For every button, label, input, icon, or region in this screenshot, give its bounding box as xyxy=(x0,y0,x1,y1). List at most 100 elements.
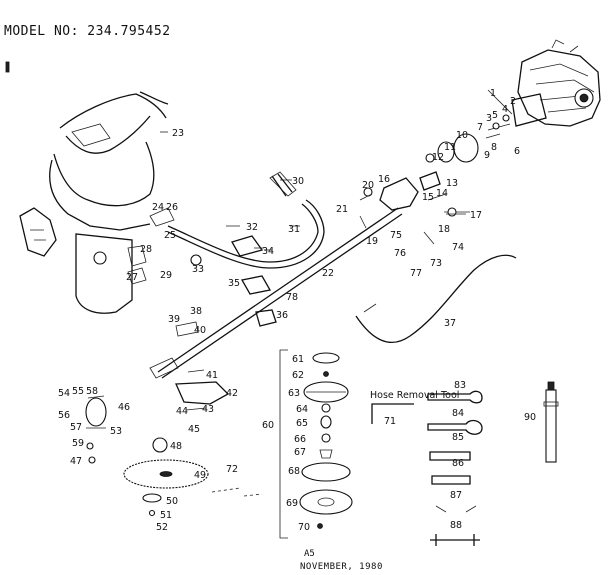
callout-33: 33 xyxy=(192,264,204,275)
callout-19: 19 xyxy=(366,236,378,247)
callout-32: 32 xyxy=(246,222,258,233)
callout-67: 67 xyxy=(294,447,306,458)
callout-10: 10 xyxy=(456,130,468,141)
trimmer-head-stack xyxy=(279,349,353,539)
callout-69: 69 xyxy=(286,498,298,509)
callout-37: 37 xyxy=(444,318,456,329)
page-number: A5 xyxy=(304,549,315,559)
callout-9: 9 xyxy=(484,150,490,161)
callout-86: 86 xyxy=(452,458,464,469)
callout-52: 52 xyxy=(156,522,168,533)
handle-bracket xyxy=(190,225,277,327)
callout-40: 40 xyxy=(194,325,206,336)
callout-90: 90 xyxy=(524,412,536,423)
callout-66: 66 xyxy=(294,434,306,445)
callout-35: 35 xyxy=(228,278,240,289)
callout-2: 2 xyxy=(510,96,516,107)
callout-42: 42 xyxy=(226,388,238,399)
callout-77: 77 xyxy=(410,268,422,279)
callout-75: 75 xyxy=(390,230,402,241)
callout-23: 23 xyxy=(172,128,184,139)
callout-1: 1 xyxy=(490,88,496,99)
callout-16: 16 xyxy=(378,174,390,185)
callout-71: 71 xyxy=(384,416,396,427)
handlebar xyxy=(167,171,325,269)
callout-60: 60 xyxy=(262,420,274,431)
callout-21: 21 xyxy=(336,204,348,215)
callout-59: 59 xyxy=(72,438,84,449)
callout-70: 70 xyxy=(298,522,310,533)
callout-85: 85 xyxy=(452,432,464,443)
callout-65: 65 xyxy=(296,418,308,429)
callout-68: 68 xyxy=(288,466,300,477)
callout-36: 36 xyxy=(276,310,288,321)
engine-assembly xyxy=(511,39,601,127)
shoulder-harness xyxy=(19,91,169,314)
callout-30: 30 xyxy=(292,176,304,187)
callout-4: 4 xyxy=(502,104,508,115)
callout-7: 7 xyxy=(477,122,483,133)
callout-76: 76 xyxy=(394,248,406,259)
callout-84: 84 xyxy=(452,408,464,419)
callout-45: 45 xyxy=(188,424,200,435)
wrench-set xyxy=(427,390,483,546)
callout-64: 64 xyxy=(296,404,308,415)
callout-3: 3 xyxy=(486,113,492,124)
callout-20: 20 xyxy=(362,180,374,191)
shaft-hardware xyxy=(175,321,230,411)
callout-17: 17 xyxy=(470,210,482,221)
callout-51: 51 xyxy=(160,510,172,521)
harness-hardware xyxy=(127,207,175,285)
callout-43: 43 xyxy=(202,404,214,415)
callout-56: 56 xyxy=(58,410,70,421)
clutch-parts xyxy=(359,89,513,217)
callout-50: 50 xyxy=(166,496,178,507)
callout-25: 25 xyxy=(164,230,176,241)
saw-blade xyxy=(123,437,209,517)
callout-29: 29 xyxy=(160,270,172,281)
callout-62: 62 xyxy=(292,370,304,381)
callout-11: 11 xyxy=(444,142,456,153)
callout-61: 61 xyxy=(292,354,304,365)
callout-48: 48 xyxy=(170,441,182,452)
drive-shaft-tube xyxy=(149,207,403,379)
callout-26: 26 xyxy=(166,202,178,213)
callout-24: 24 xyxy=(152,202,164,213)
callout-8: 8 xyxy=(491,142,497,153)
callout-34: 34 xyxy=(262,246,274,257)
callout-46: 46 xyxy=(118,402,130,413)
callout-15: 15 xyxy=(422,192,434,203)
callout-72: 72 xyxy=(226,464,238,475)
gear-head xyxy=(85,395,107,464)
callout-83: 83 xyxy=(454,380,466,391)
callout-28: 28 xyxy=(140,244,152,255)
hose-removal-tool: Hose Removal Tool xyxy=(370,390,459,424)
callout-38: 38 xyxy=(190,306,202,317)
callout-87: 87 xyxy=(450,490,462,501)
print-date: NOVEMBER, 1980 xyxy=(300,562,383,572)
callout-31: 31 xyxy=(288,224,300,235)
callout-18: 18 xyxy=(438,224,450,235)
flex-cable xyxy=(355,254,517,344)
callout-63: 63 xyxy=(288,388,300,399)
callout-74: 74 xyxy=(452,242,464,253)
callout-57: 57 xyxy=(70,422,82,433)
callout-53: 53 xyxy=(110,426,122,437)
callout-44: 44 xyxy=(176,406,188,417)
callout-22: 22 xyxy=(322,268,334,279)
callout-39: 39 xyxy=(168,314,180,325)
callout-88: 88 xyxy=(450,520,462,531)
callout-73: 73 xyxy=(430,258,442,269)
callout-78: 78 xyxy=(286,292,298,303)
callout-14: 14 xyxy=(436,188,448,199)
callout-27: 27 xyxy=(126,272,138,283)
callout-5: 5 xyxy=(492,110,498,121)
callout-49: 49 xyxy=(194,470,206,481)
callout-12: 12 xyxy=(432,152,444,163)
model-number: MODEL NO: 234.795452 xyxy=(4,24,171,39)
callout-47: 47 xyxy=(70,456,82,467)
callout-labels: 1 2 3 4 5 6 7 8 9 10 11 12 13 14 15 16 1… xyxy=(58,88,536,533)
leader-lines xyxy=(160,131,466,251)
